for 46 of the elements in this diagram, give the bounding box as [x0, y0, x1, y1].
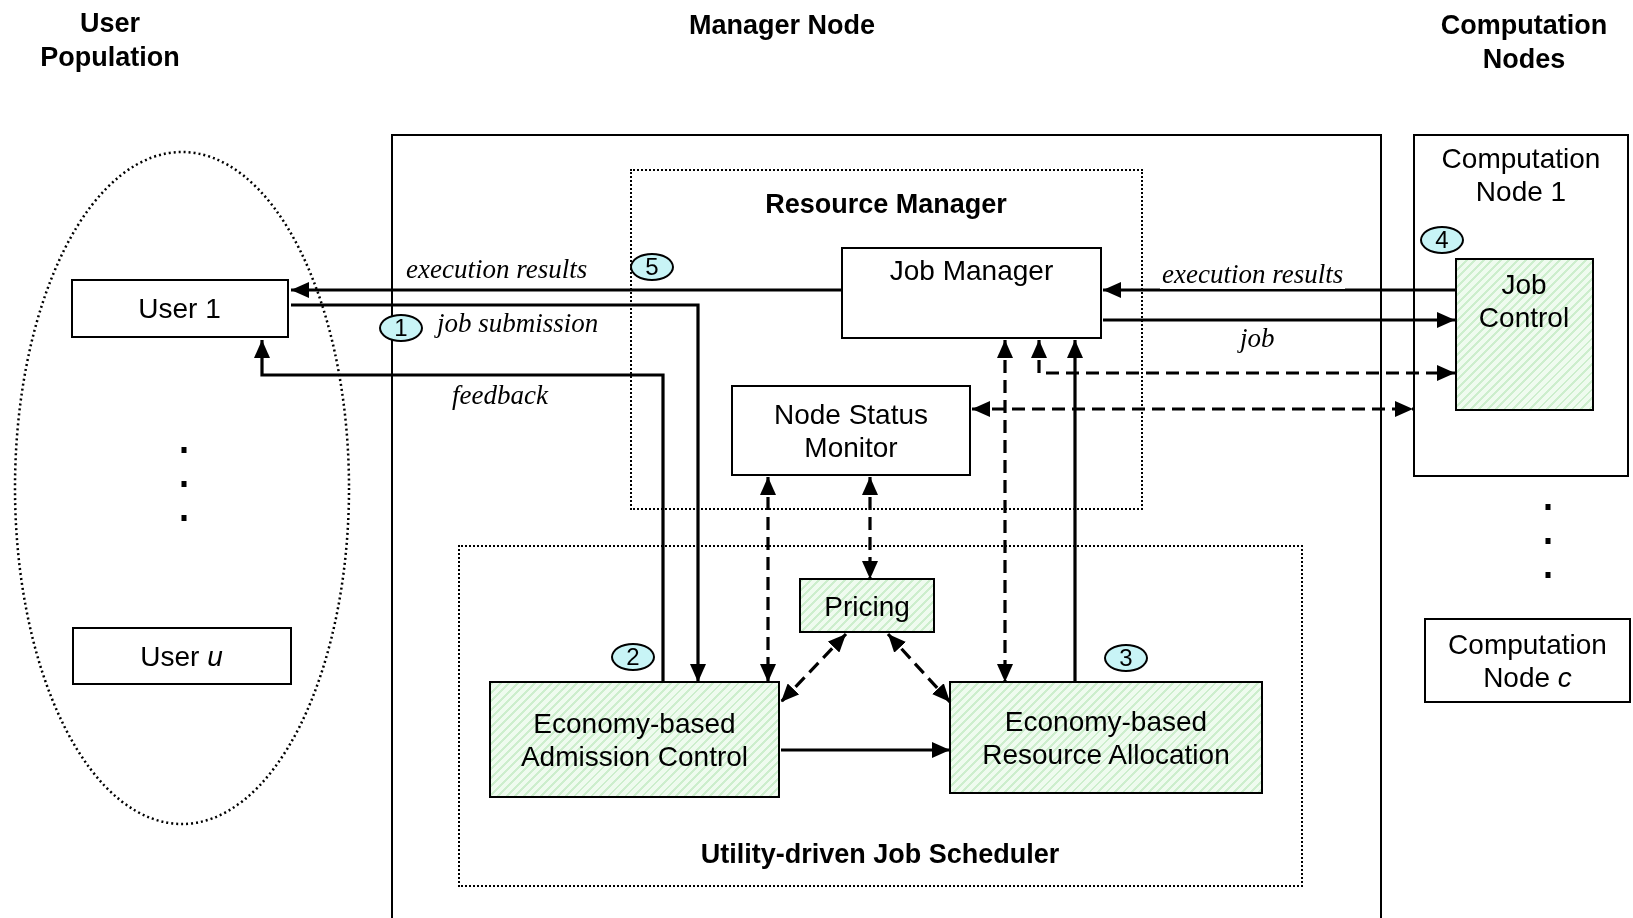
- arrow: [781, 742, 950, 758]
- arrow: [886, 632, 952, 704]
- arrow: [997, 340, 1013, 682]
- resource-manager-group: [629, 168, 1143, 510]
- arrow: [1103, 282, 1455, 298]
- pricing-box: [799, 578, 935, 633]
- arrow: [1067, 340, 1083, 682]
- arrow: [1103, 312, 1455, 328]
- node-label: Economy-based Resource Allocation: [981, 704, 1231, 771]
- arrow: [760, 477, 776, 682]
- column-heading: User Population: [39, 7, 181, 74]
- node-label: Economy-based Admission Control: [519, 706, 750, 773]
- callout-number: 1: [379, 314, 423, 342]
- node-label: Job Manager: [889, 254, 1054, 287]
- job-manager-box: [841, 247, 1102, 339]
- arrow: [291, 303, 706, 682]
- node-label: Computation Node c: [1447, 627, 1608, 694]
- node-label: Job Control: [1477, 267, 1571, 334]
- user-box: [70, 278, 289, 338]
- node-label: User 1: [138, 291, 221, 325]
- computation-node-box: [1413, 134, 1629, 477]
- callout-number: 2: [611, 643, 655, 671]
- resource-allocation-box: [949, 681, 1263, 794]
- user-box: [71, 626, 292, 685]
- node-status-monitor-box: [731, 385, 971, 476]
- job-control-box: [1454, 257, 1594, 411]
- group-title: Resource Manager: [765, 187, 1007, 221]
- group-title: Utility-driven Job Scheduler: [700, 837, 1060, 871]
- node-label: User u: [140, 639, 223, 672]
- arrow: [972, 401, 1413, 417]
- column-heading: Computation Nodes: [1439, 9, 1609, 76]
- admission-control-box: [489, 681, 780, 798]
- arrow: [291, 282, 842, 298]
- callout-number: 4: [1420, 226, 1464, 254]
- callout-number: 5: [630, 253, 674, 281]
- column-heading: Manager Node: [687, 9, 876, 42]
- callout-number: 3: [1104, 644, 1148, 672]
- node-label: Pricing: [824, 589, 910, 622]
- arrow: [779, 632, 848, 704]
- job-scheduler-group: [457, 544, 1303, 887]
- arrow: [254, 340, 665, 682]
- node-label: Node Status Monitor: [772, 397, 930, 464]
- arrow: [1031, 340, 1455, 381]
- node-label: Computation Node 1: [1440, 142, 1602, 208]
- arrow: [862, 477, 878, 579]
- computation-node-box: [1424, 618, 1631, 703]
